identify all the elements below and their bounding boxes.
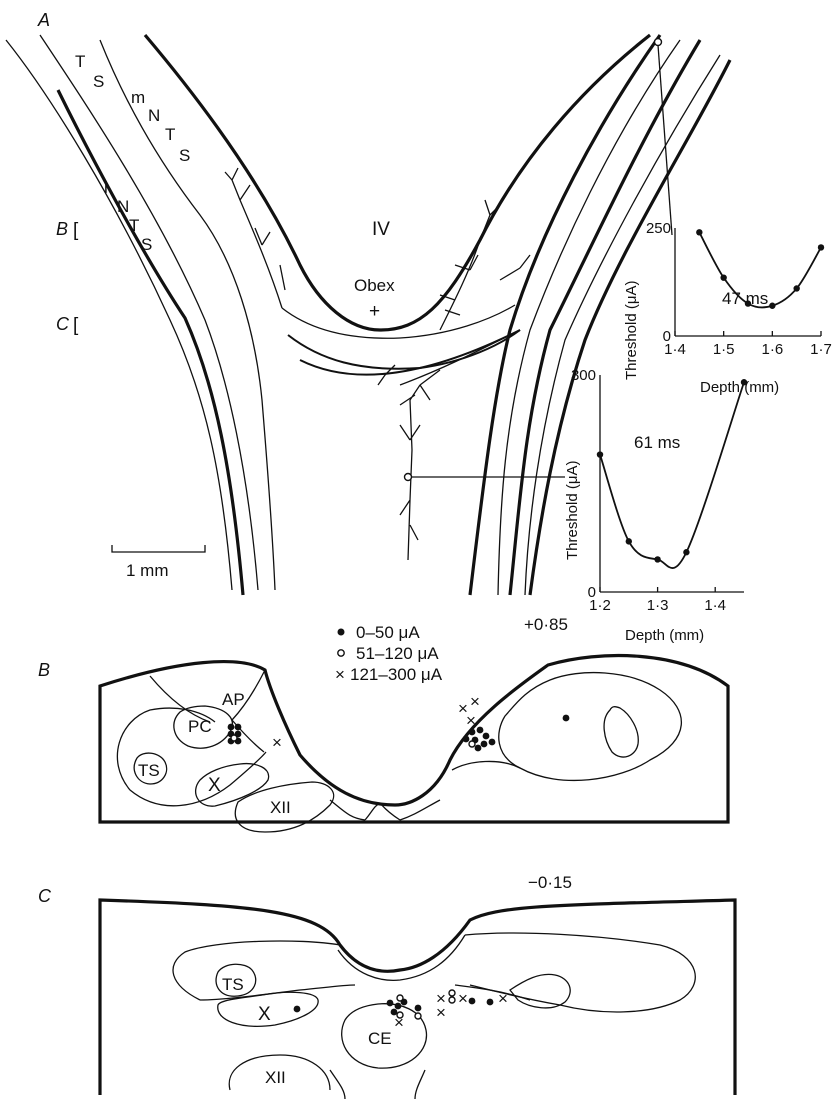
recording-site-lower xyxy=(405,474,412,481)
label-xii: XII xyxy=(270,798,291,817)
data-point xyxy=(626,538,632,544)
svg-text:×: × xyxy=(458,989,468,1008)
y-axis-label: Threshold (μA) xyxy=(623,280,640,380)
stimulation-sites-right: × × × xyxy=(458,692,569,751)
data-point xyxy=(818,244,824,250)
label-s: S xyxy=(179,146,190,165)
label-m: m xyxy=(131,88,145,107)
label-ce: CE xyxy=(368,1029,392,1048)
obex-mark: + xyxy=(369,301,380,322)
panel-b-letter: B xyxy=(38,660,50,680)
label-n: N xyxy=(117,197,129,216)
label-obex: Obex xyxy=(354,276,395,295)
legend-symbol-open xyxy=(338,650,344,656)
y-tick-label: 0 xyxy=(663,328,671,345)
label-pc: PC xyxy=(188,717,212,736)
scale-bar-label: 1 mm xyxy=(126,561,169,580)
panel-c-letter: C xyxy=(38,886,52,906)
x-tick-label: 1·4 xyxy=(704,597,726,614)
level-b-marker: B xyxy=(56,219,68,239)
data-point xyxy=(696,229,702,235)
section-level: +0·85 xyxy=(524,615,568,634)
data-point xyxy=(741,379,747,385)
label-t: T xyxy=(165,125,175,144)
y-axis-label: Threshold (μA) xyxy=(564,460,581,560)
svg-text:×: × xyxy=(436,1003,446,1022)
panel-a-letter: A xyxy=(37,10,50,30)
fitted-curve xyxy=(600,382,744,568)
label-iv: IV xyxy=(372,219,390,240)
scale-bar xyxy=(112,545,205,552)
legend-label: 121–300 μA xyxy=(350,665,443,684)
label-s: S xyxy=(141,235,152,254)
label-x: X xyxy=(208,775,221,796)
y-tick-label: 0 xyxy=(588,584,596,601)
data-point xyxy=(654,556,660,562)
label-s: S xyxy=(93,72,104,91)
label-t: T xyxy=(129,216,139,235)
x-tick-label: 1·6 xyxy=(761,341,783,358)
y-tick-label: 250 xyxy=(646,220,671,237)
y-tick-label: 300 xyxy=(571,367,596,384)
stimulation-sites-left: × xyxy=(228,724,282,752)
svg-text:×: × xyxy=(466,711,476,730)
label-t: T xyxy=(75,52,85,71)
label-x: X xyxy=(258,1004,271,1025)
svg-text:×: × xyxy=(272,733,282,752)
panel-a: A T S m N T S xyxy=(6,10,730,595)
svg-text:×: × xyxy=(394,1013,404,1032)
data-point xyxy=(597,451,603,457)
svg-text:×: × xyxy=(470,692,480,711)
section-level: −0·15 xyxy=(528,873,572,892)
svg-text:×: × xyxy=(498,989,508,1008)
label-l: l xyxy=(104,178,108,197)
data-point xyxy=(683,549,689,555)
x-tick-label: 1·7 xyxy=(810,341,832,358)
latency-annotation: 47 ms xyxy=(722,289,768,308)
data-point xyxy=(769,303,775,309)
data-point xyxy=(720,274,726,280)
x-tick-label: 1·3 xyxy=(647,597,669,614)
legend-symbol-filled xyxy=(338,629,345,636)
stimulation-sites: × × × × × xyxy=(294,989,508,1032)
label-ts: TS xyxy=(138,761,160,780)
legend: 0–50 μA 51–120 μA × 121–300 μA xyxy=(335,623,443,684)
panel-c: C −0·15 × × × × xyxy=(38,873,735,1099)
level-b-bracket: [ xyxy=(73,220,79,241)
data-point xyxy=(793,285,799,291)
x-tick-label: 1·5 xyxy=(713,341,735,358)
legend-symbol-cross: × xyxy=(335,665,345,684)
label-ap: AP xyxy=(222,690,245,709)
legend-label: 0–50 μA xyxy=(356,623,420,642)
label-ts: TS xyxy=(222,975,244,994)
level-c-bracket: [ xyxy=(73,315,79,336)
label-xii: XII xyxy=(265,1068,286,1087)
panel-b: B +0·85 0–50 μA 51–120 μA × 121–300 μA xyxy=(38,615,728,832)
recording-site-upper xyxy=(655,39,662,46)
label-n: N xyxy=(148,106,160,125)
level-c-marker: C xyxy=(56,314,70,334)
x-axis-label: Depth (mm) xyxy=(625,627,704,644)
latency-annotation: 61 ms xyxy=(634,433,680,452)
legend-label: 51–120 μA xyxy=(356,644,439,663)
